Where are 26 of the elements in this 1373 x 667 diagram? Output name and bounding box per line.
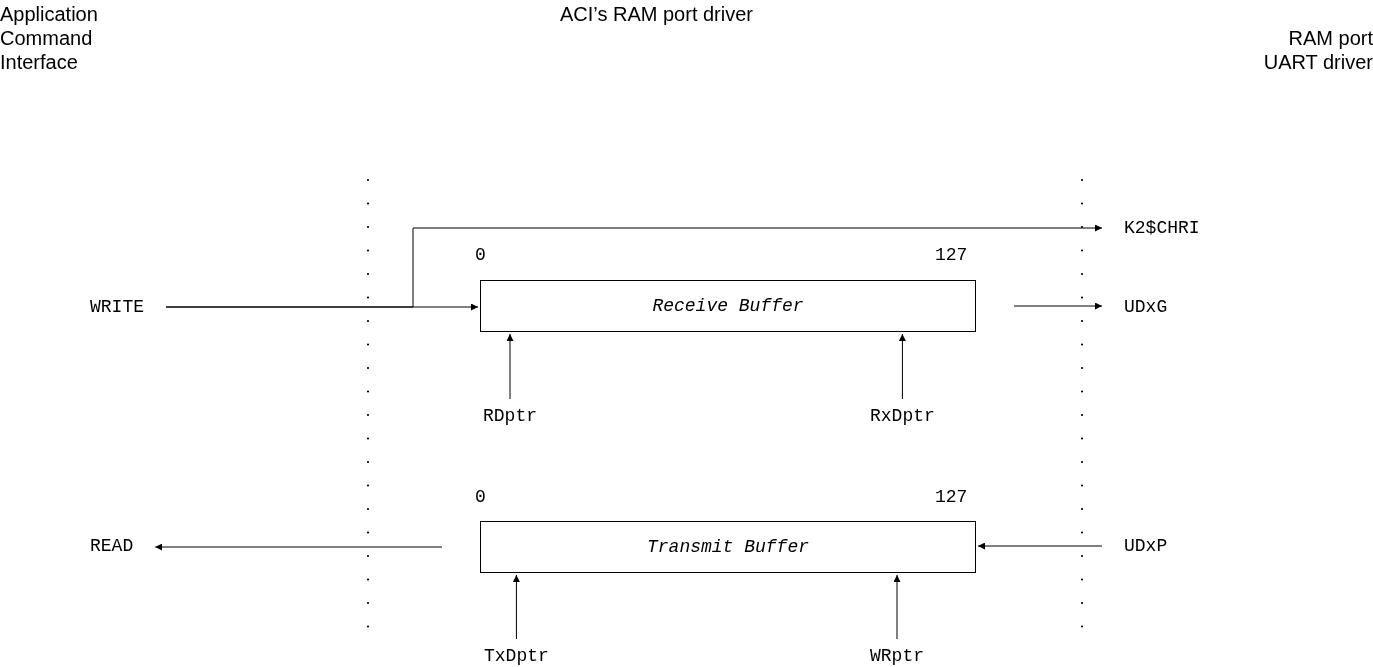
column-heading: RAM port UART driver (1262, 26, 1373, 74)
signal-name: RDptr (483, 405, 537, 427)
signal-name: RxDptr (870, 405, 935, 427)
column-heading: Application Command Interface (0, 2, 99, 74)
buffer-index: 0 (475, 244, 486, 266)
signal-name: TxDptr (484, 645, 549, 667)
buffer-index: 127 (935, 244, 968, 266)
buffer-index: 127 (935, 486, 968, 508)
arrow (977, 542, 1103, 550)
signal-name: K2$CHRI (1124, 217, 1200, 239)
signal-name: WRITE (90, 296, 144, 318)
buffer-box: Receive Buffer (480, 280, 976, 332)
arrow (165, 303, 479, 311)
signal-name: READ (90, 535, 134, 557)
column-heading: ACI’s RAM port driver (560, 2, 754, 26)
arrow (1013, 302, 1103, 310)
signal-name: WRptr (870, 645, 924, 667)
arrow (512, 574, 520, 640)
signal-name: UDxP (1124, 535, 1168, 557)
buffer-index: 0 (475, 486, 486, 508)
arrow (893, 574, 901, 640)
arrow (154, 543, 443, 551)
arrow (898, 333, 906, 400)
arrow (506, 333, 514, 400)
buffer-box: Transmit Buffer (480, 521, 976, 573)
signal-name: UDxG (1124, 296, 1168, 318)
